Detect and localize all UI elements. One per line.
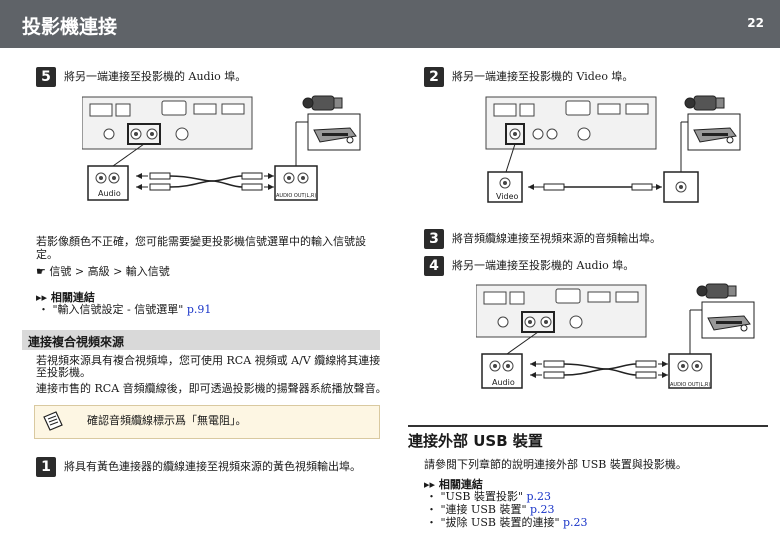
page-number: 22 [747,16,764,30]
video-connection-diagram [485,95,741,203]
color-note-line-1: 若影像顏色不正確，您可能需要變更投影機信號選單中的輸入信號設 [36,235,366,248]
audio-connection-diagram [82,95,361,201]
usb-related-heading: ▸▸ 相關連結 [424,478,483,491]
video-port-label: Video [496,192,519,201]
note-box: 確認音頻纜線標示爲「無電阻」。 [34,405,380,439]
note-icon [43,411,63,431]
step-4-text: 將另一端連接至投影機的 Audio 埠。 [452,259,635,272]
step-1-badge: 1 [36,457,56,477]
step-5-badge: 5 [36,67,56,87]
step-2-text: 將另一端連接至投影機的 Video 埠。 [452,70,634,83]
section-divider [408,425,768,427]
usb-link-2-page[interactable]: p.23 [530,503,555,516]
step-3-text: 將音頻纜線連接至視頻來源的音頻輸出埠。 [452,232,661,245]
step-5-text: 將另一端連接至投影機的 Audio 埠。 [64,70,247,83]
note-text: 確認音頻纜線標示爲「無電阻」。 [87,414,247,427]
related-links-heading: ▸▸ 相關連結 [36,291,95,304]
usb-intro: 請參閱下列章節的說明連接外部 USB 裝置與投影機。 [424,458,687,471]
usb-link-2[interactable]: ・ "連接 USB 裝置" p.23 [426,503,555,516]
usb-link-1-page[interactable]: p.23 [526,490,552,503]
section-header: 連接複合視頻來源 [22,330,380,350]
audio-out-label: AUDIO OUT(L,R) [276,193,317,199]
audio-port-label-2: Audio [492,378,515,387]
related-link-page[interactable]: p.91 [186,303,212,316]
step-2-badge: 2 [424,67,444,87]
usb-link-3-page[interactable]: p.23 [563,516,588,529]
section-title: 連接複合視頻來源 [28,335,125,349]
usb-section-title: 連接外部 USB 裝置 [408,432,543,450]
rca-audio-para: 連接市售的 RCA 音頻纜線後，即可透過投影機的揚聲器系統播放聲音。 [36,382,387,395]
step-1-text: 將具有黃色連接器的纜線連接至視頻來源的黃色視頻輸出埠。 [64,460,361,473]
color-note-line-2: 定。 [36,248,58,261]
audio-connection-diagram-2 [476,283,755,389]
composite-para-line-1: 若視頻來源具有複合視頻埠，您可使用 RCA 視頻或 A/V 纜線將其連接 [36,354,381,367]
page-header: 投影機連接 22 [0,0,780,48]
audio-port-label: Audio [98,189,121,198]
composite-para-line-2: 至投影機。 [36,366,91,379]
step-3-badge: 3 [424,229,444,249]
audio-out-label-2: AUDIO OUT(L,R) [670,382,711,388]
step-4-badge: 4 [424,256,444,276]
usb-link-3[interactable]: ・ "拔除 USB 裝置的連接" p.23 [426,516,588,529]
usb-link-1[interactable]: ・ "USB 裝置投影" p.23 [426,490,552,503]
page-title: 投影機連接 [22,16,118,38]
related-link-item[interactable]: ・ "輸入信號設定 - 信號選單" p.91 [38,303,212,316]
menu-path: ☛ 信號 > 高級 > 輸入信號 [36,265,170,278]
